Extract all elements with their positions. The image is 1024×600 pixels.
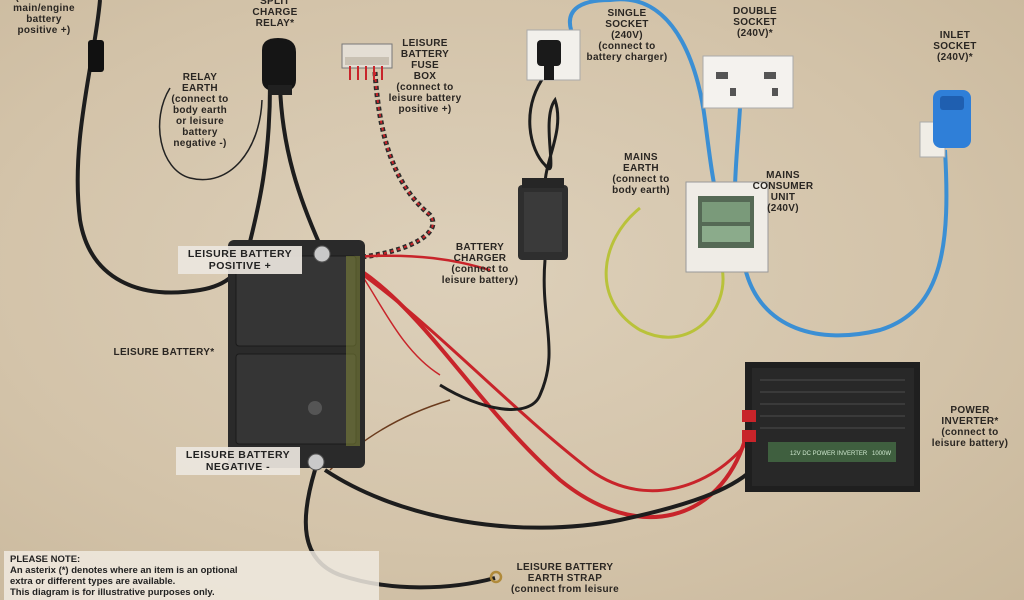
earth-strap-sub: (connect from leisure — [511, 584, 619, 595]
label-inlet-socket: INLET SOCKET (240V)* — [933, 30, 977, 63]
red-thin-wire — [354, 264, 441, 376]
blue-cable-double-socket — [733, 107, 742, 191]
label-mains-earth: MAINS EARTH (connect to body earth) — [600, 152, 682, 196]
battery-charger-title: BATTERY CHARGER — [453, 242, 507, 264]
fuse-box-cable — [349, 71, 436, 261]
label-battery-negative: LEISURE BATTERY NEGATIVE - — [176, 447, 300, 475]
power-inverter-sub: (connect to leisure battery) — [931, 427, 1009, 449]
label-power-inverter: POWER INVERTER* (connect to leisure batt… — [918, 405, 1022, 449]
label-leisure-battery: LEISURE BATTERY* — [113, 347, 215, 358]
charger-cable-top — [528, 74, 560, 186]
label-double-socket: DOUBLE SOCKET (240V)* — [732, 6, 778, 39]
black-cable-relay-left — [246, 84, 272, 251]
charger-cable-bottom — [439, 259, 551, 411]
label-fuse-box: LEISURE BATTERY FUSE BOX (connect to lei… — [375, 38, 475, 115]
black-cable-relay-down — [278, 84, 322, 246]
fuse-box-sub: (connect to leisure battery positive +) — [388, 82, 462, 115]
consumer-unit — [685, 181, 769, 273]
black-cable-negative-inverter — [323, 468, 754, 530]
label-consumer-unit: MAINS CONSUMER UNIT (240V) — [752, 170, 814, 214]
note-line-1: An asterix (*) denotes where an item is … — [10, 565, 238, 576]
label-single-socket: SINGLE SOCKET (240V) (connect to battery… — [572, 8, 682, 63]
label-earth-strap: LEISURE BATTERY EARTH STRAP (connect fro… — [490, 562, 640, 595]
note-line-2: extra or different types are available. — [10, 576, 176, 587]
single-socket-sub: (connect to battery charger) — [586, 41, 668, 63]
battery-charger-sub: (connect to leisure battery) — [441, 264, 519, 286]
power-inverter: 12V DC POWER INVERTER 1000W — [742, 362, 920, 492]
note-line-3: This diagram is for illustrative purpose… — [10, 587, 215, 598]
inverter-rating-text: 1000W — [872, 451, 891, 457]
engine-battery-connector — [88, 40, 104, 72]
label-battery-positive: LEISURE BATTERY POSITIVE + — [178, 246, 302, 274]
note-heading: PLEASE NOTE: — [10, 554, 81, 565]
blue-cable-socket-to-unit — [568, 0, 722, 202]
label-relay-earth: RELAY EARTH (connect to body earth or le… — [160, 72, 240, 149]
mains-earth-title: MAINS EARTH — [623, 152, 659, 174]
label-split-charge-relay: SPLIT CHARGE RELAY* — [252, 0, 298, 29]
single-socket-title: SINGLE SOCKET (240V) — [605, 8, 649, 41]
label-engine-battery: (connect to main/engine battery positive… — [13, 0, 75, 36]
mains-earth-sub: (connect to body earth) — [612, 174, 670, 196]
inverter-model-text: 12V DC POWER INVERTER — [790, 451, 868, 457]
fuse-box-title: LEISURE BATTERY FUSE BOX — [400, 38, 450, 82]
power-inverter-title: POWER INVERTER* — [941, 405, 999, 427]
split-charge-relay — [262, 38, 296, 95]
relay-earth-wire — [158, 87, 263, 181]
black-cable-engine-battery — [75, 0, 247, 295]
blue-cable-inlet — [743, 149, 949, 338]
relay-earth-sub: (connect to body earth or leisure batter… — [171, 94, 229, 149]
earth-strap-ring — [489, 570, 503, 584]
fuse-box — [341, 43, 393, 80]
mains-earth-cable — [604, 206, 725, 339]
label-battery-charger: BATTERY CHARGER (connect to leisure batt… — [430, 242, 530, 286]
double-socket — [702, 55, 794, 109]
red-cable-inverter-positive-2 — [344, 260, 762, 493]
relay-earth-title: RELAY EARTH — [182, 72, 218, 94]
inlet-socket — [919, 90, 971, 158]
red-cable-fuse — [339, 254, 491, 272]
please-note-box: PLEASE NOTE: An asterix (*) denotes wher… — [4, 551, 379, 600]
single-socket — [526, 29, 581, 81]
earth-strap-title: LEISURE BATTERY EARTH STRAP — [516, 562, 614, 584]
leisure-battery-body — [228, 240, 365, 471]
battery-charger — [518, 178, 568, 260]
